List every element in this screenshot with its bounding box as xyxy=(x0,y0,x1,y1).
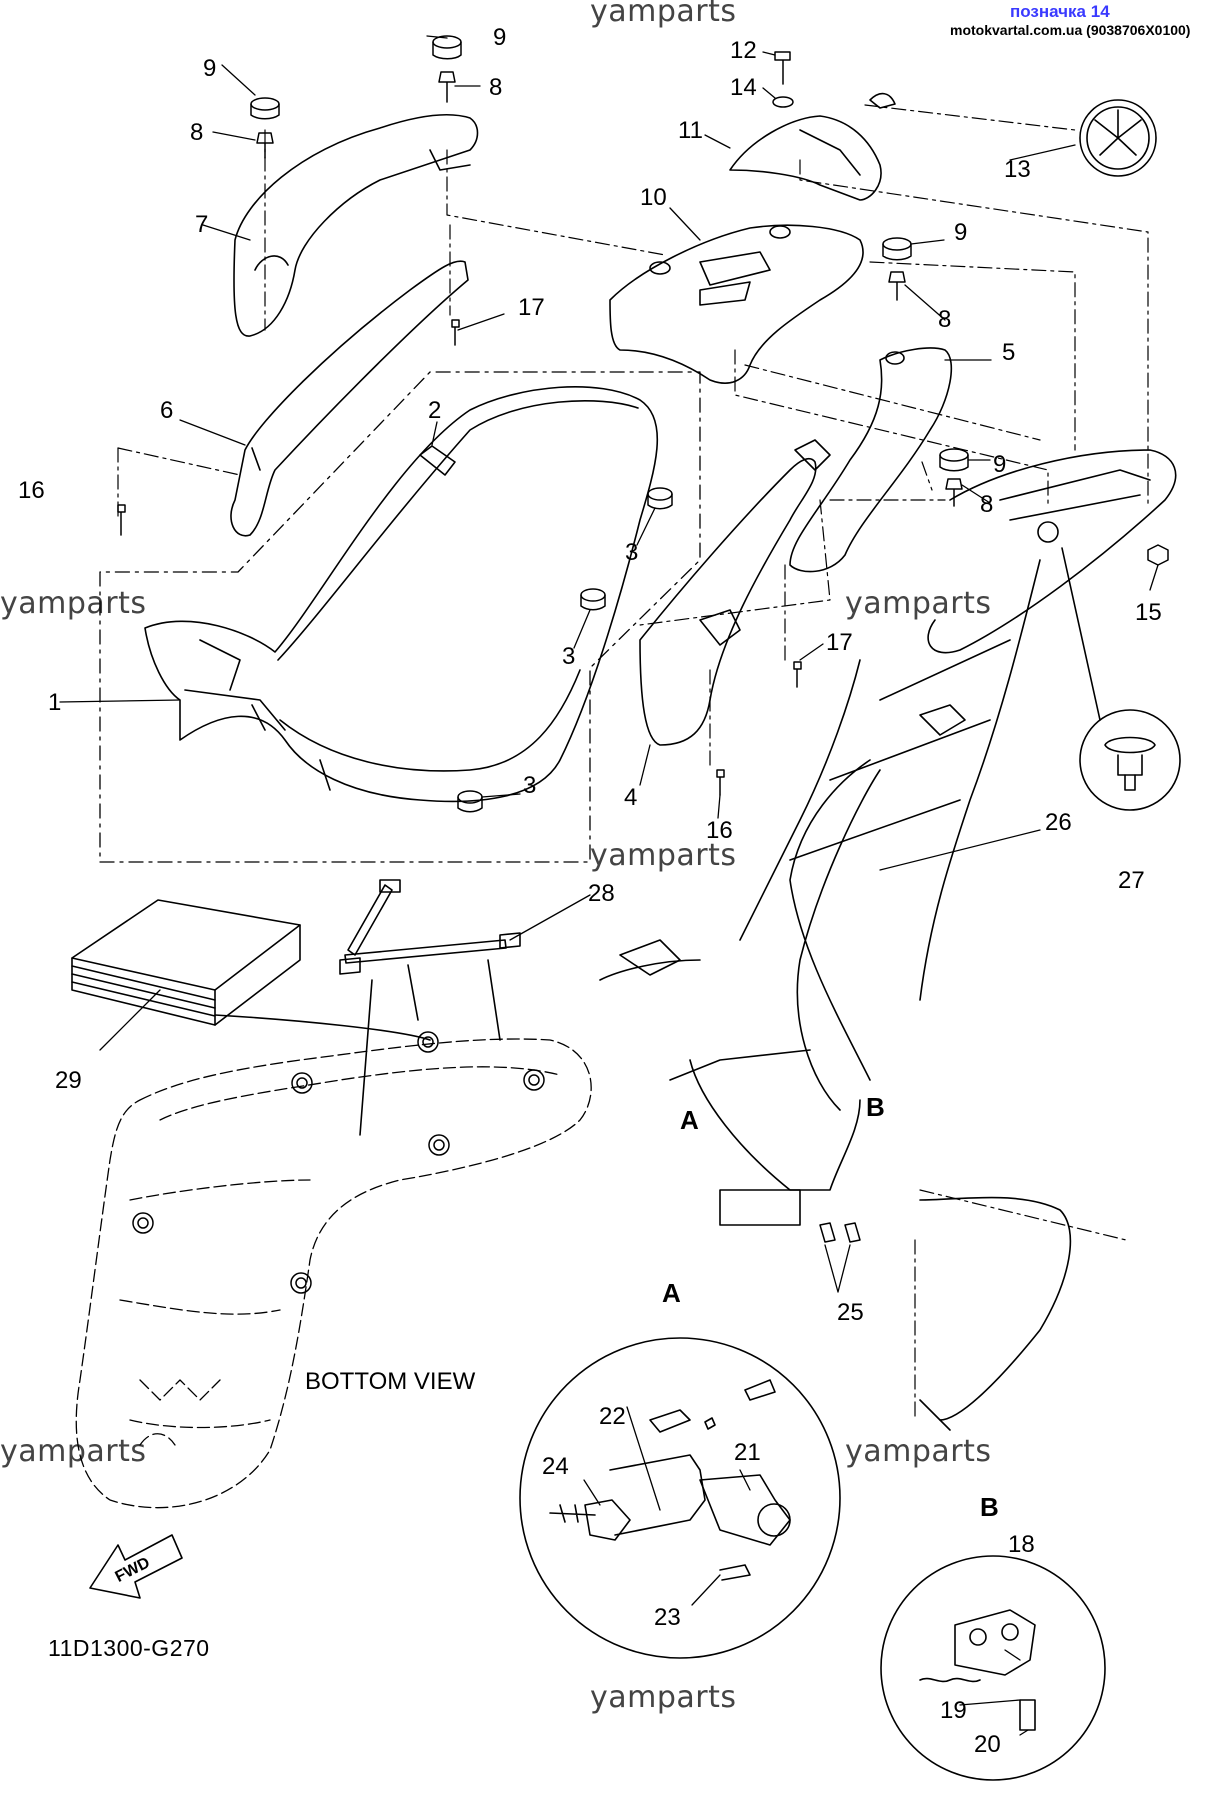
callout-10: 10 xyxy=(640,184,667,211)
detail-b-heading: B xyxy=(980,1492,999,1522)
grab-bar-right xyxy=(789,347,953,573)
watermark: yamparts xyxy=(0,586,147,621)
detail-a-marker: A xyxy=(680,1105,699,1135)
callout-25: 25 xyxy=(837,1299,864,1326)
callout-3: 3 xyxy=(562,643,575,670)
callout-4: 4 xyxy=(624,784,637,811)
callout-29: 29 xyxy=(55,1067,82,1094)
detail-27-circle xyxy=(1037,521,1181,811)
seat-lock-b xyxy=(796,704,966,1111)
diagram-code: 11D1300-G270 xyxy=(48,1635,210,1661)
callout-9: 9 xyxy=(203,55,216,82)
fwd-arrow xyxy=(89,1534,183,1599)
seat-frame-dashed xyxy=(99,371,701,863)
callout-22: 22 xyxy=(599,1403,626,1430)
callout-16: 16 xyxy=(706,817,733,844)
watermark: yamparts xyxy=(590,1680,737,1715)
detail-a-circle xyxy=(519,1337,841,1659)
seat-guide xyxy=(230,260,469,537)
callout-13: 13 xyxy=(1004,156,1031,183)
side-cover xyxy=(639,439,831,746)
cover-upper xyxy=(729,115,882,201)
rear-frame xyxy=(599,449,1177,1431)
watermark: yamparts xyxy=(845,1434,992,1469)
rear-cover xyxy=(609,224,864,384)
diagram-header-reference: motokvartal.com.ua (9038706X0100) xyxy=(950,22,1191,38)
owners-manual xyxy=(71,899,431,1041)
grab-bar-left xyxy=(233,113,479,337)
callout-23: 23 xyxy=(654,1604,681,1631)
fender-grommets xyxy=(132,1031,545,1294)
callout-8: 8 xyxy=(190,119,203,146)
callout-19: 19 xyxy=(940,1697,967,1724)
callout-20: 20 xyxy=(974,1731,1001,1758)
callout-21: 21 xyxy=(734,1439,761,1466)
callout-7: 7 xyxy=(195,211,208,238)
strap xyxy=(339,879,521,1136)
callout-12: 12 xyxy=(730,37,757,64)
callout-3: 3 xyxy=(523,772,536,799)
callout-28: 28 xyxy=(588,880,615,907)
callout-9: 9 xyxy=(954,219,967,246)
watermark: yamparts xyxy=(845,586,992,621)
callout-9: 9 xyxy=(993,451,1006,478)
fwd-label: FWD xyxy=(113,1554,153,1586)
watermark: yamparts xyxy=(590,0,737,29)
callout-15: 15 xyxy=(1135,599,1162,626)
diagram-header-title: позначка 14 xyxy=(1010,2,1110,21)
bottom-view-caption: BOTTOM VIEW xyxy=(305,1368,476,1395)
callout-17: 17 xyxy=(518,294,545,321)
callout-18: 18 xyxy=(1008,1531,1035,1558)
watermark: yamparts xyxy=(590,838,737,873)
callout-3: 3 xyxy=(625,539,638,566)
seat xyxy=(144,386,659,803)
detail-b-marker: B xyxy=(866,1092,885,1122)
callout-8: 8 xyxy=(980,491,993,518)
callout-5: 5 xyxy=(1002,339,1015,366)
detail-b-circle xyxy=(880,1555,1106,1781)
callout-8: 8 xyxy=(938,306,951,333)
detail-a-heading: A xyxy=(662,1278,681,1308)
callout-1: 1 xyxy=(48,689,61,716)
callout-26: 26 xyxy=(1045,809,1072,836)
rear-fender-bottom-view xyxy=(75,1038,592,1509)
callout-27: 27 xyxy=(1118,867,1145,894)
yamaha-emblem xyxy=(869,92,1157,177)
callout-24: 24 xyxy=(542,1453,569,1480)
callout-14: 14 xyxy=(730,74,757,101)
callout-8: 8 xyxy=(489,74,502,101)
callout-11: 11 xyxy=(678,117,703,144)
callout-16: 16 xyxy=(18,477,45,504)
callout-6: 6 xyxy=(160,397,173,424)
fasteners xyxy=(117,35,1169,1243)
callout-2: 2 xyxy=(428,397,441,424)
watermark: yamparts xyxy=(0,1434,147,1469)
callout-17: 17 xyxy=(826,629,853,656)
callout-9: 9 xyxy=(493,24,506,51)
seat-lock-cable xyxy=(789,759,871,1081)
